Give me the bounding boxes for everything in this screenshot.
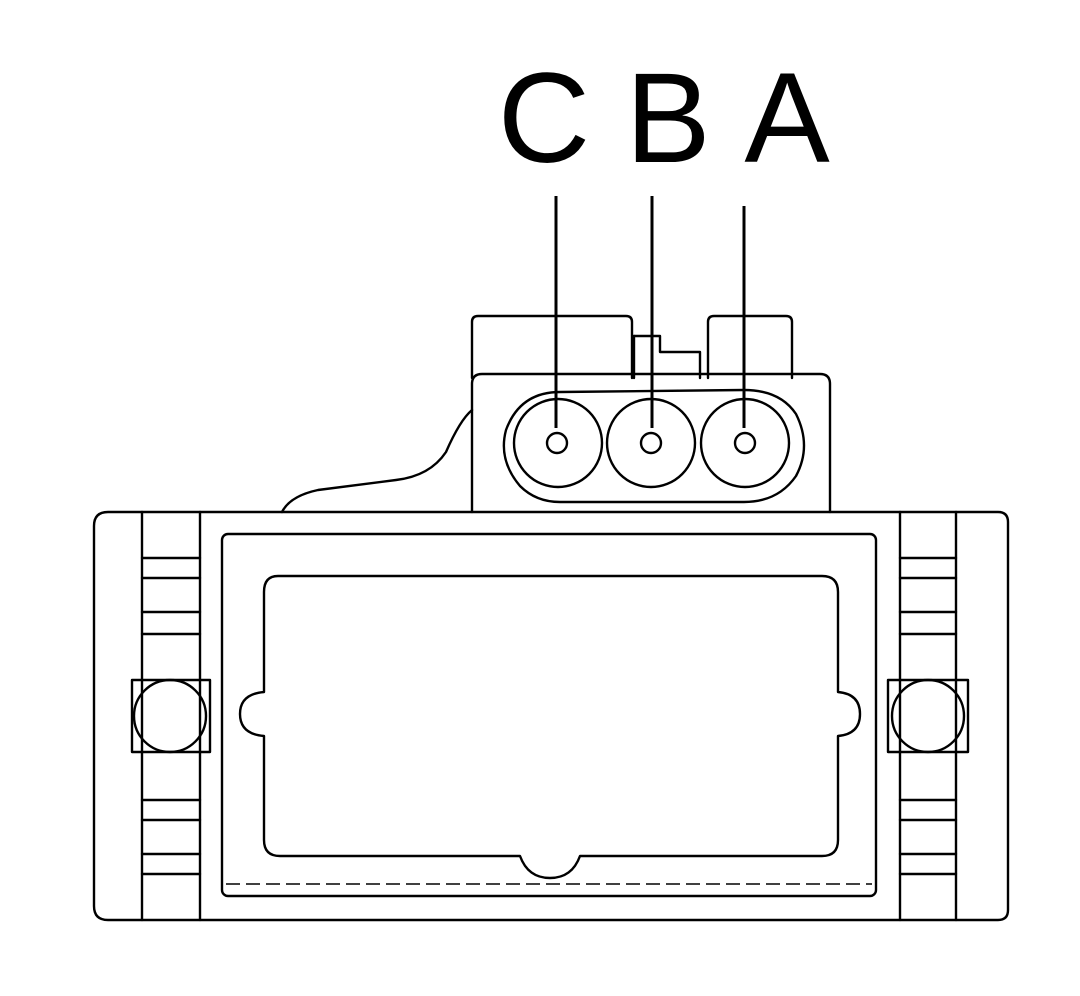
left-mounting-hole: [132, 678, 208, 754]
connector-housing: [280, 314, 832, 514]
pin-a-terminal: [733, 431, 757, 455]
pin-label-a: A: [744, 47, 830, 190]
cavity-a: [699, 397, 791, 489]
sensor-body: [92, 510, 1010, 922]
pin-c-terminal: [545, 431, 569, 455]
pin-label-c: C: [498, 47, 590, 190]
pin-b-terminal: [639, 431, 663, 455]
cavity-c: [512, 397, 604, 489]
cavity-b: [605, 397, 697, 489]
right-mounting-hole: [890, 678, 966, 754]
pin-label-b: B: [625, 47, 710, 190]
